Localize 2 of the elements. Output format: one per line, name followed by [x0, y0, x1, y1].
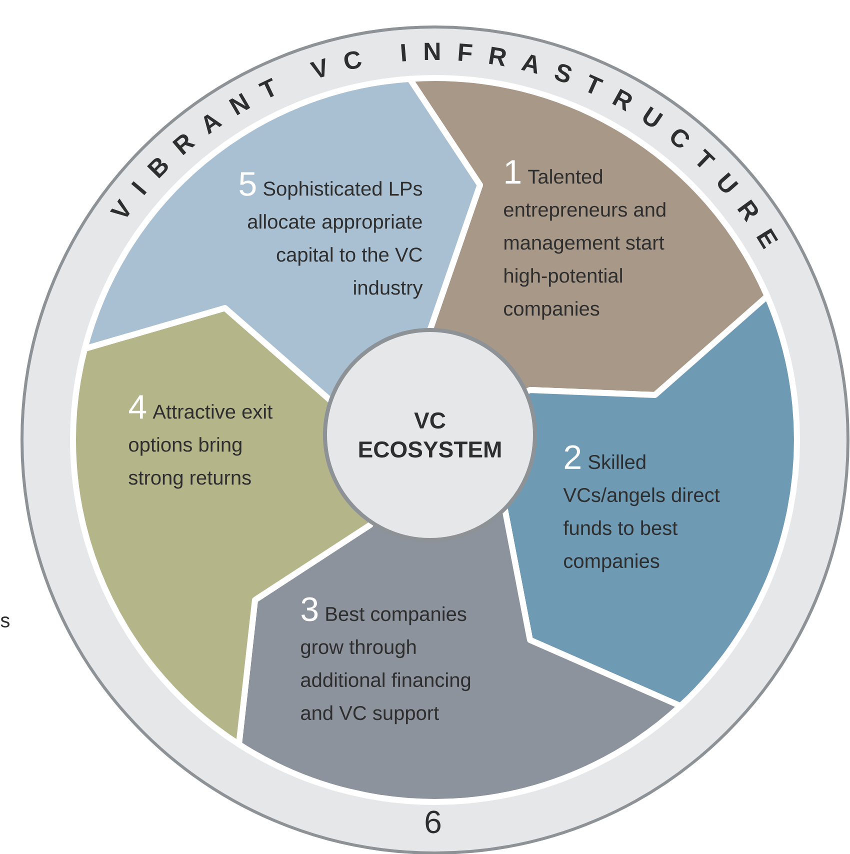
cut-off-text: s — [0, 616, 10, 628]
ring-number: 6 — [426, 810, 440, 834]
